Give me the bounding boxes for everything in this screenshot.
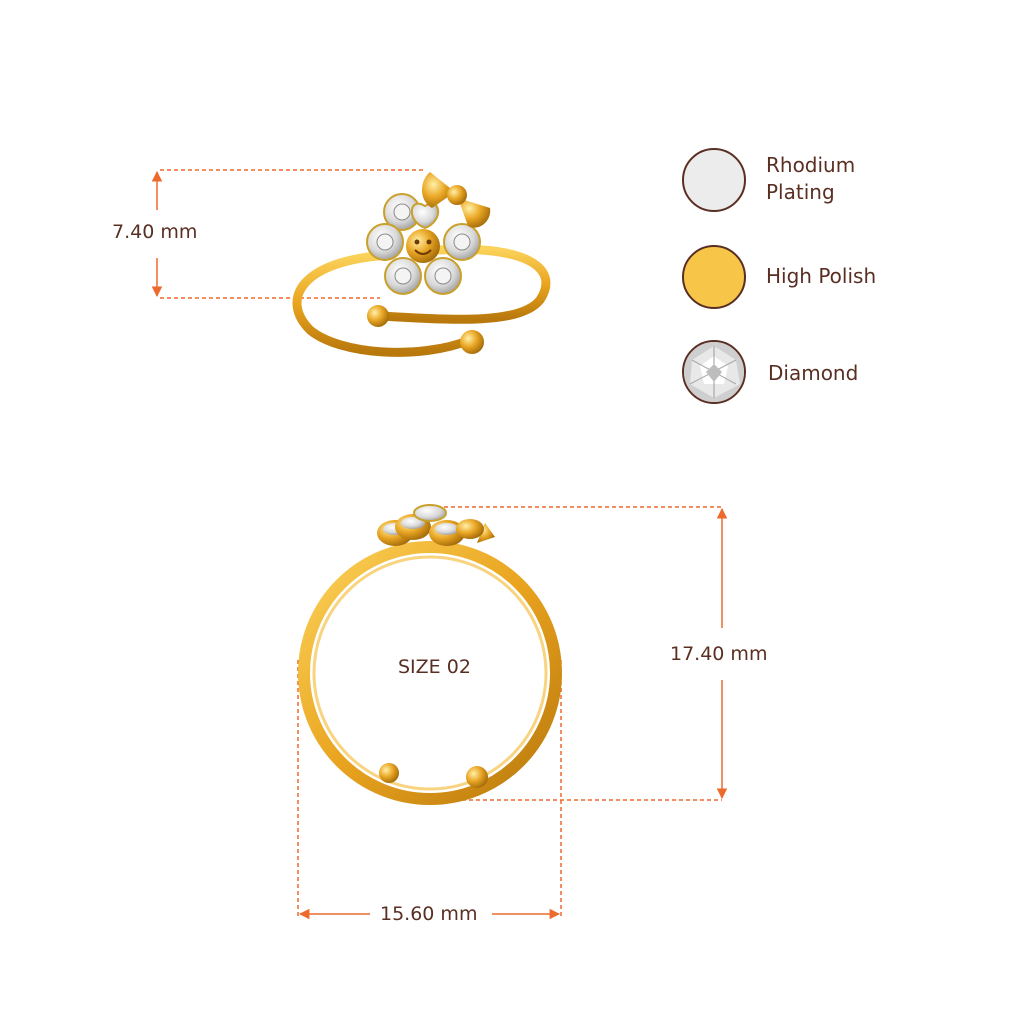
diamond-facets xyxy=(684,342,744,402)
ring-front-view xyxy=(298,504,562,805)
legend-item-diamond: Diamond xyxy=(682,340,982,410)
rhodium-plating-swatch-icon xyxy=(682,148,746,212)
top-height-label: 7.40 mm xyxy=(106,220,204,244)
legend-label-diamond: Diamond xyxy=(768,361,859,385)
front-width-dimension xyxy=(297,660,562,920)
high-polish-swatch-icon xyxy=(682,245,746,309)
legend-label-rhodium: Rhodium Plating xyxy=(766,153,856,204)
legend-item-rhodium: Rhodium Plating xyxy=(682,148,982,218)
front-width-label: 15.60 mm xyxy=(374,902,484,926)
front-height-dimension xyxy=(420,506,728,801)
top-height-dimension xyxy=(151,169,425,299)
diamond-swatch-icon xyxy=(682,340,746,404)
ring-top-view xyxy=(292,172,551,357)
legend-item-high-polish: High Polish xyxy=(682,245,982,315)
ring-size-label: SIZE 02 xyxy=(398,656,471,678)
legend-label-high-polish: High Polish xyxy=(766,264,877,288)
front-height-label: 17.40 mm xyxy=(664,642,774,666)
